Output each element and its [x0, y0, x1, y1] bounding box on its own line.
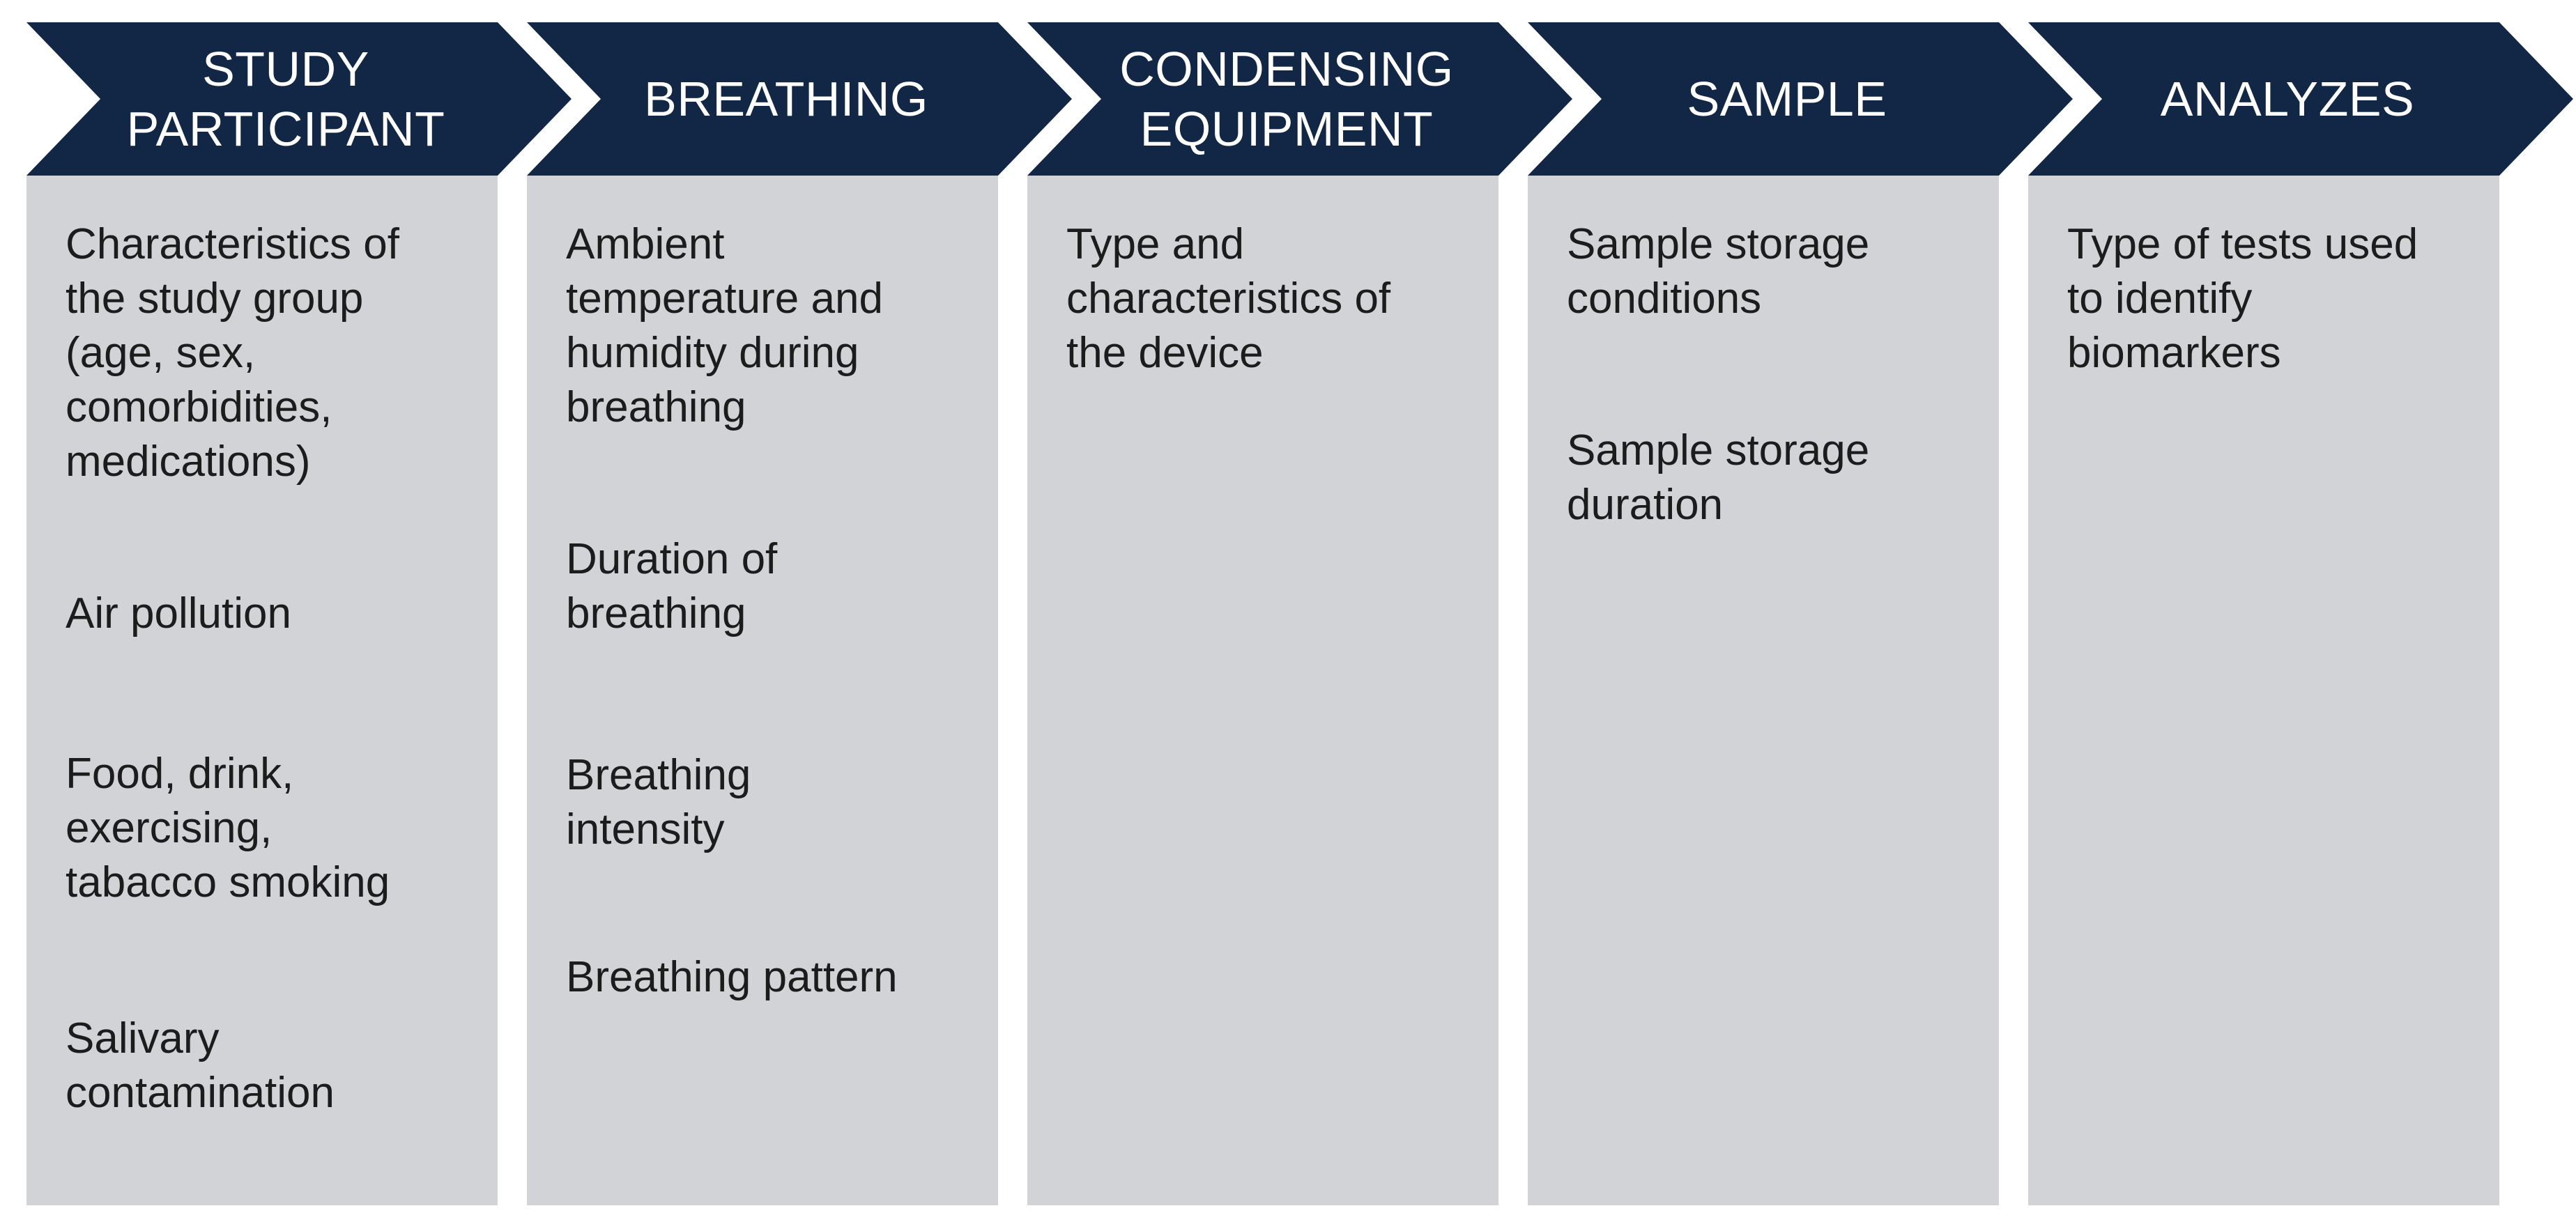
- stage-title-study-participant: STUDY PARTICIPANT: [126, 42, 445, 156]
- factor-item: Type of tests used to identify biomarker…: [2067, 220, 2418, 377]
- factor-item: Duration of breathing: [566, 535, 778, 637]
- stage-chevron-bar: [26, 22, 2573, 176]
- factor-item: Sample storage conditions: [1567, 220, 1870, 323]
- factor-item: Breathing pattern: [566, 953, 898, 1001]
- factor-item: Salivary contamination: [66, 1014, 335, 1117]
- stage-title-breathing: BREATHING: [644, 72, 928, 126]
- stage-title-sample: SAMPLE: [1687, 72, 1887, 126]
- factor-item: Type and characteristics of the device: [1066, 220, 1391, 377]
- chevron-condensing-equipment: [1027, 22, 1572, 176]
- stage-title-condensing-equipment: CONDENSING EQUIPMENT: [1119, 42, 1454, 156]
- factor-item: Characteristics of the study group (age,…: [66, 220, 399, 486]
- factor-item: Ambient temperature and humidity during …: [566, 220, 883, 431]
- column-breathing: Ambient temperature and humidity during …: [527, 176, 998, 1205]
- column-condensing-equipment: Type and characteristics of the device: [1027, 176, 1498, 1205]
- factor-item: Sample storage duration: [1567, 426, 1870, 529]
- column-study-participant: Characteristics of the study group (age,…: [26, 176, 498, 1205]
- column-analyzes: Type of tests used to identify biomarker…: [2028, 176, 2499, 1205]
- chevron-breathing: [527, 22, 1072, 176]
- chevron-analyzes: [2028, 22, 2573, 176]
- chevron-sample: [1528, 22, 2073, 176]
- stage-title-analyzes: ANALYZES: [2160, 72, 2415, 126]
- chevron-study-participant: [26, 22, 572, 176]
- factor-item: Food, drink, exercising, tabacco smoking: [66, 750, 390, 906]
- column-sample: Sample storage conditions Sample storage…: [1528, 176, 1999, 1205]
- factor-item: Breathing intensity: [566, 751, 751, 853]
- factor-item: Air pollution: [66, 589, 291, 637]
